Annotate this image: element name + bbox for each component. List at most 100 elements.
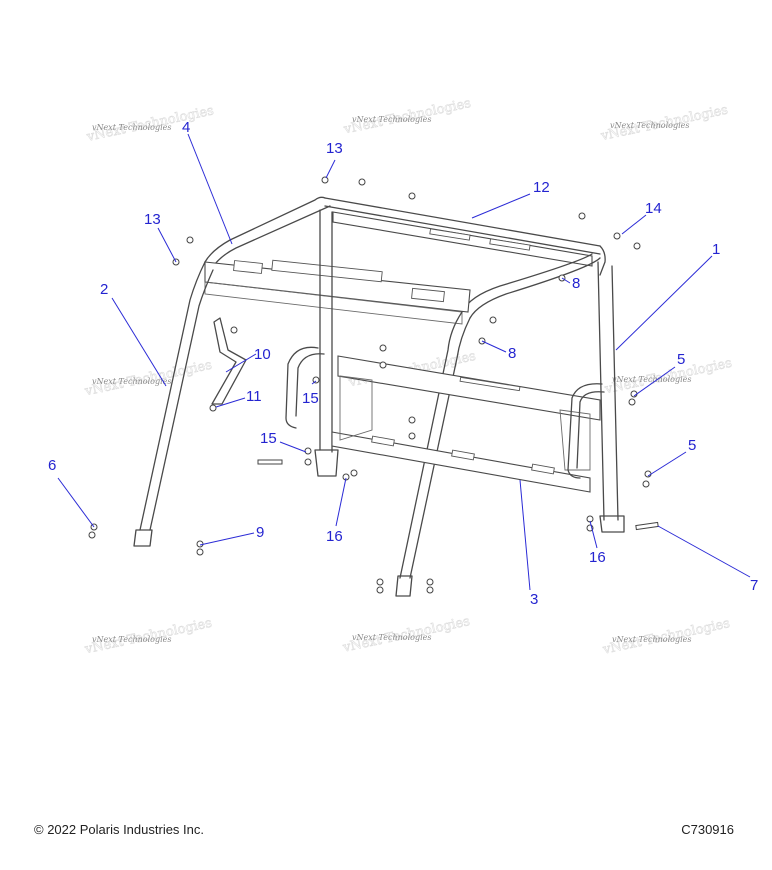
- leader-line: [311, 380, 317, 385]
- leader-line: [111, 297, 167, 387]
- callout-number: 7: [750, 577, 758, 594]
- left-front-foot: [133, 529, 153, 547]
- rear-top-bar: [324, 197, 601, 255]
- drawing-code: C730916: [681, 822, 734, 837]
- leader-line: [589, 520, 598, 549]
- leader-lines: [57, 133, 751, 591]
- lower-bar-slot: [451, 449, 475, 461]
- callouts: 1 2 3 4 5 5 6 7 8 8 9 10 11 12 13 13 14 …: [48, 119, 758, 608]
- leader-line: [187, 133, 233, 245]
- bolt-icon: [209, 404, 217, 412]
- callout-number: 9: [256, 524, 264, 541]
- leader-line: [157, 227, 177, 263]
- callout-number: 14: [645, 200, 662, 217]
- watermark: vNext Technologies vNext Technologies: [599, 102, 730, 144]
- lower-mount-bar: [331, 431, 591, 493]
- right-roof-rail-end: [599, 245, 606, 276]
- leader-line: [215, 397, 246, 408]
- leader-line: [481, 340, 507, 353]
- callout-number: 4: [182, 119, 190, 136]
- right-front-foot: [395, 575, 413, 597]
- leader-line: [335, 477, 347, 527]
- callout-number: 5: [677, 351, 685, 368]
- leader-line: [633, 366, 676, 397]
- nut-icon: [88, 531, 96, 539]
- watermark-text: vNext Technologies: [352, 633, 431, 642]
- watermark: vNext Technologies vNext Technologies: [601, 616, 732, 658]
- callout-number: 8: [572, 275, 580, 292]
- bolt-icon: [321, 176, 329, 184]
- cab-frame: [133, 196, 625, 597]
- nut-icon: [489, 316, 497, 324]
- callout-number: 15: [302, 390, 319, 407]
- right-front-post: [399, 311, 463, 579]
- left-bracket-plate: [339, 375, 373, 441]
- right-grab-handle: [567, 383, 603, 479]
- leader-line: [647, 451, 687, 477]
- bolt-icon: [578, 212, 586, 220]
- leader-line: [279, 441, 307, 453]
- right-rear-post: [597, 261, 619, 521]
- bolt-icon: [186, 236, 194, 244]
- nut-icon: [312, 376, 320, 384]
- callout-number: 11: [246, 388, 262, 405]
- leader-line: [657, 525, 751, 578]
- nut-icon: [196, 548, 204, 556]
- leader-line: [615, 255, 713, 351]
- watermark-text: vNext Technologies: [610, 121, 689, 130]
- leader-line: [57, 477, 95, 528]
- callout-number: 10: [254, 346, 271, 363]
- watermark: vNext Technologies vNext Technologies: [341, 614, 472, 656]
- nut-icon: [358, 178, 366, 186]
- watermark-text: vNext Technologies: [352, 115, 431, 124]
- right-rear-foot: [599, 515, 625, 533]
- left-roof-rail: [204, 196, 326, 263]
- nut-icon: [376, 586, 384, 594]
- right-bracket-plate: [559, 409, 591, 471]
- watermark-text: vNext Technologies: [92, 123, 171, 132]
- left-grab-handle: [285, 346, 319, 429]
- watermark-text: vNext Technologies: [92, 377, 171, 386]
- nut-icon: [426, 578, 434, 586]
- right-roof-rail-inner: [469, 257, 601, 319]
- nut-icon: [196, 540, 204, 548]
- watermark-text: vNext Technologies: [612, 375, 691, 384]
- callout-number: 2: [100, 281, 108, 298]
- mid-panel-slot: [459, 376, 521, 392]
- leader-line: [621, 214, 647, 235]
- callout-number: 16: [589, 549, 606, 566]
- front-panel-slot: [271, 259, 383, 283]
- right-front-post-inner: [409, 317, 471, 579]
- watermark: vNext Technologies vNext Technologies: [82, 615, 213, 657]
- nut-icon: [408, 432, 416, 440]
- nut-icon: [304, 447, 312, 455]
- callout-number: 3: [530, 591, 538, 608]
- callout-number: 15: [260, 430, 277, 447]
- callout-number: 13: [144, 211, 161, 228]
- nut-icon: [642, 480, 650, 488]
- nut-icon: [376, 578, 384, 586]
- callout-number: 13: [326, 140, 343, 157]
- watermark: vNext Technologies vNext Technologies: [602, 355, 733, 397]
- leader-line: [325, 159, 336, 179]
- nut-icon: [379, 344, 387, 352]
- watermark-text: vNext Technologies: [612, 635, 691, 644]
- hardware: [88, 176, 659, 594]
- watermark: vNext Technologies vNext Technologies: [82, 357, 213, 399]
- front-panel-slot: [411, 287, 445, 303]
- nut-icon: [408, 416, 416, 424]
- rear-panel-slot: [429, 228, 471, 241]
- left-front-post-inner: [149, 269, 214, 531]
- watermark: vNext Technologies vNext Technologies: [84, 103, 215, 145]
- front-panel-slot: [233, 260, 263, 274]
- left-rear-post: [319, 209, 333, 453]
- nut-icon: [350, 469, 358, 477]
- copyright-notice: © 2022 Polaris Industries Inc.: [34, 822, 204, 837]
- right-roof-rail: [461, 253, 593, 313]
- callout-number: 8: [508, 345, 516, 362]
- bolt-icon: [230, 326, 238, 334]
- nut-icon: [426, 586, 434, 594]
- long-bolt-icon: [635, 521, 659, 531]
- leader-line: [561, 277, 571, 284]
